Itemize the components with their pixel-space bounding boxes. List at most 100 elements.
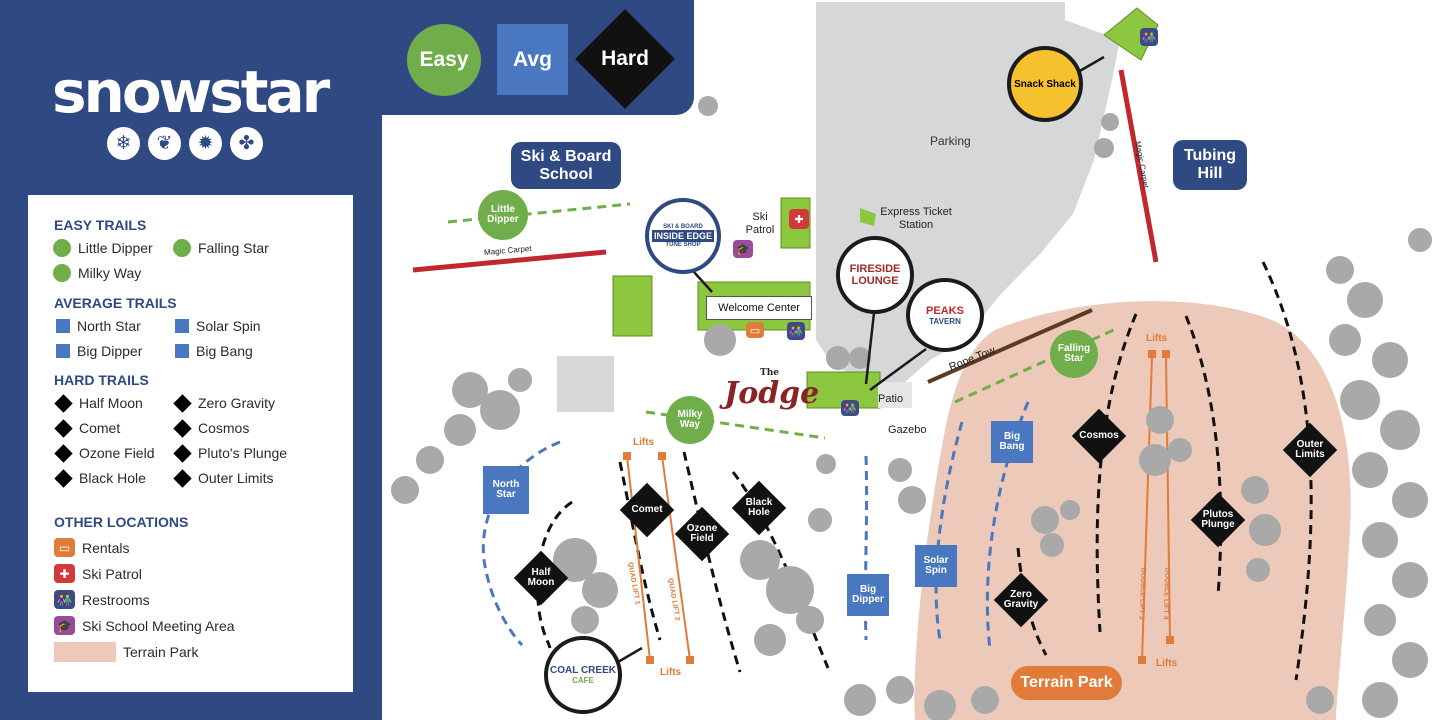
tree-clusters: [391, 96, 1432, 720]
brand-icons: ❄ ❦ ✹ ✤: [107, 127, 263, 160]
brand-logo: snowstar: [52, 58, 330, 126]
trail-marker-comet: Comet: [619, 482, 675, 538]
restroom-icon: 👫: [54, 590, 75, 609]
trail-marker-solar-spin: Solar Spin: [915, 545, 957, 587]
legend-item-ski-patrol: ✚Ski Patrol: [54, 564, 142, 583]
trail-marker-label: Outer Limits: [1295, 438, 1325, 460]
trail-marker-north-star: North Star: [483, 466, 529, 514]
ski-board-school-label: Ski & Board School: [511, 142, 621, 189]
trail-marker-shape: [666, 396, 714, 444]
trail-marker-label: Little Dipper: [487, 203, 519, 225]
trail-marker-label: Half Moon: [527, 566, 555, 588]
ticket-station: [860, 208, 876, 226]
lift-terminal: [1138, 656, 1146, 664]
legend-item-comet: Comet: [54, 418, 120, 438]
average-square-icon: [56, 344, 70, 358]
legend-item-little-dipper: Little Dipper: [53, 239, 153, 257]
lift-terminal: [1148, 350, 1156, 358]
restroom-icon: 👫: [841, 400, 859, 416]
trail-marker-label: Comet: [631, 503, 663, 515]
trail-marker-label: Cosmos: [1079, 429, 1119, 441]
trail-marker-half-moon: Half Moon: [513, 550, 569, 606]
snack-shack-logo: Snack Shack: [1007, 46, 1083, 122]
gazebo-label: Gazebo: [888, 424, 927, 436]
easy-circle-icon: [53, 239, 71, 257]
trail-marker-ozone-field: Ozone Field: [674, 506, 730, 562]
legend-item-falling-star: Falling Star: [173, 239, 269, 257]
lifts-label: Lifts: [660, 667, 682, 678]
legend-item-big-dipper: Big Dipper: [56, 343, 142, 359]
magic-carpet-tubing-label: Magic Carpet: [1133, 140, 1151, 189]
legend-item-milky-way: Milky Way: [53, 264, 141, 282]
building: [557, 356, 614, 412]
hard-diamond-icon: [54, 393, 73, 413]
trail-marker-black-hole: Black Hole: [731, 480, 787, 536]
trail-marker-label: Falling Star: [1057, 342, 1091, 364]
legend-hard-title: HARD TRAILS: [54, 372, 149, 388]
lift-terminal: [686, 656, 694, 664]
trail-marker-milky-way: Milky Way: [666, 396, 714, 444]
lift-terminal: [646, 656, 654, 664]
trail-marker-plutos-plunge: Plutos Plunge: [1190, 492, 1246, 548]
legend-item-rentals: ▭Rentals: [54, 538, 129, 557]
tubing-hill-label: Tubing Hill: [1173, 140, 1247, 190]
legend-item-solar-spin: Solar Spin: [175, 318, 261, 334]
trail-marker-label: Zero Gravity: [1003, 588, 1039, 610]
average-square-icon: [56, 319, 70, 333]
arrow-inside-edge: [693, 271, 713, 293]
hard-diamond-icon: [173, 393, 192, 413]
trail-marker-falling-star: Falling Star: [1050, 330, 1098, 378]
trail-marker-big-bang: Big Bang: [991, 421, 1033, 463]
terrain-park-area: [914, 301, 1351, 720]
lift-terminal: [1162, 350, 1170, 358]
trail-marker-label: Big Bang: [999, 430, 1025, 452]
trail-marker-little-dipper: Little Dipper: [478, 190, 528, 240]
patio-label: Patio: [878, 393, 904, 405]
difficulty-easy-badge: Easy: [407, 24, 481, 96]
lifts-label: Lifts: [1146, 333, 1168, 344]
hard-diamond-icon: [54, 468, 73, 488]
graduation-cap-icon: 🎓: [54, 616, 75, 635]
trail-marker-label: Ozone Field: [686, 522, 718, 544]
average-square-icon: [175, 344, 189, 358]
map-legend: EASY TRAILS Little Dipper Falling Star M…: [28, 195, 353, 692]
magic-carpet-label: Magic Carpet: [483, 243, 532, 258]
hard-diamond-icon: [173, 468, 192, 488]
lift-terminal: [1166, 636, 1174, 644]
hard-diamond-icon: [54, 443, 73, 463]
arrow-peaks: [869, 347, 927, 392]
trail-solar-spin: [934, 421, 964, 641]
trail-ozone-field: [682, 451, 742, 673]
restroom-icon: 👫: [1140, 28, 1158, 46]
ski-school-icon: 🎓: [733, 240, 753, 258]
double-lift-3-label: DOUBLE LIFT 3: [1137, 567, 1147, 620]
terrain-park-swatch: [54, 642, 116, 662]
trail-marker-outer-limits: Outer Limits: [1282, 422, 1338, 478]
easy-circle-icon: [53, 264, 71, 282]
express-ticket-label: Express Ticket Station: [880, 206, 952, 231]
legend-easy-title: EASY TRAILS: [54, 217, 147, 233]
trail-cosmos: [1095, 313, 1138, 633]
legend-item-ski-school: 🎓Ski School Meeting Area: [54, 616, 235, 635]
trail-marker-shape: [478, 190, 528, 240]
trail-marker-shape: [483, 466, 529, 514]
legend-item-terrain-park: Terrain Park: [54, 642, 198, 662]
trail-marker-big-dipper: Big Dipper: [847, 574, 889, 616]
trail-marker-label: Plutos Plunge: [1201, 508, 1235, 530]
goggles-icon: ▭: [54, 538, 75, 557]
hard-diamond-icon: [54, 418, 73, 438]
terrain-park-label: Terrain Park: [1011, 666, 1122, 700]
medical-cross-icon: ✚: [54, 564, 75, 583]
easy-circle-icon: [173, 239, 191, 257]
difficulty-hard-badge: Hard: [601, 47, 649, 70]
legend-item-plutos-plunge: Pluto's Plunge: [173, 443, 287, 463]
parking-label: Parking: [930, 134, 971, 148]
legend-item-big-bang: Big Bang: [175, 343, 253, 359]
trail-marker-shape: [991, 421, 1033, 463]
trail-marker-cosmos: Cosmos: [1071, 408, 1127, 464]
trail-plutos-plunge: [1184, 315, 1223, 597]
legend-item-north-star: North Star: [56, 318, 141, 334]
